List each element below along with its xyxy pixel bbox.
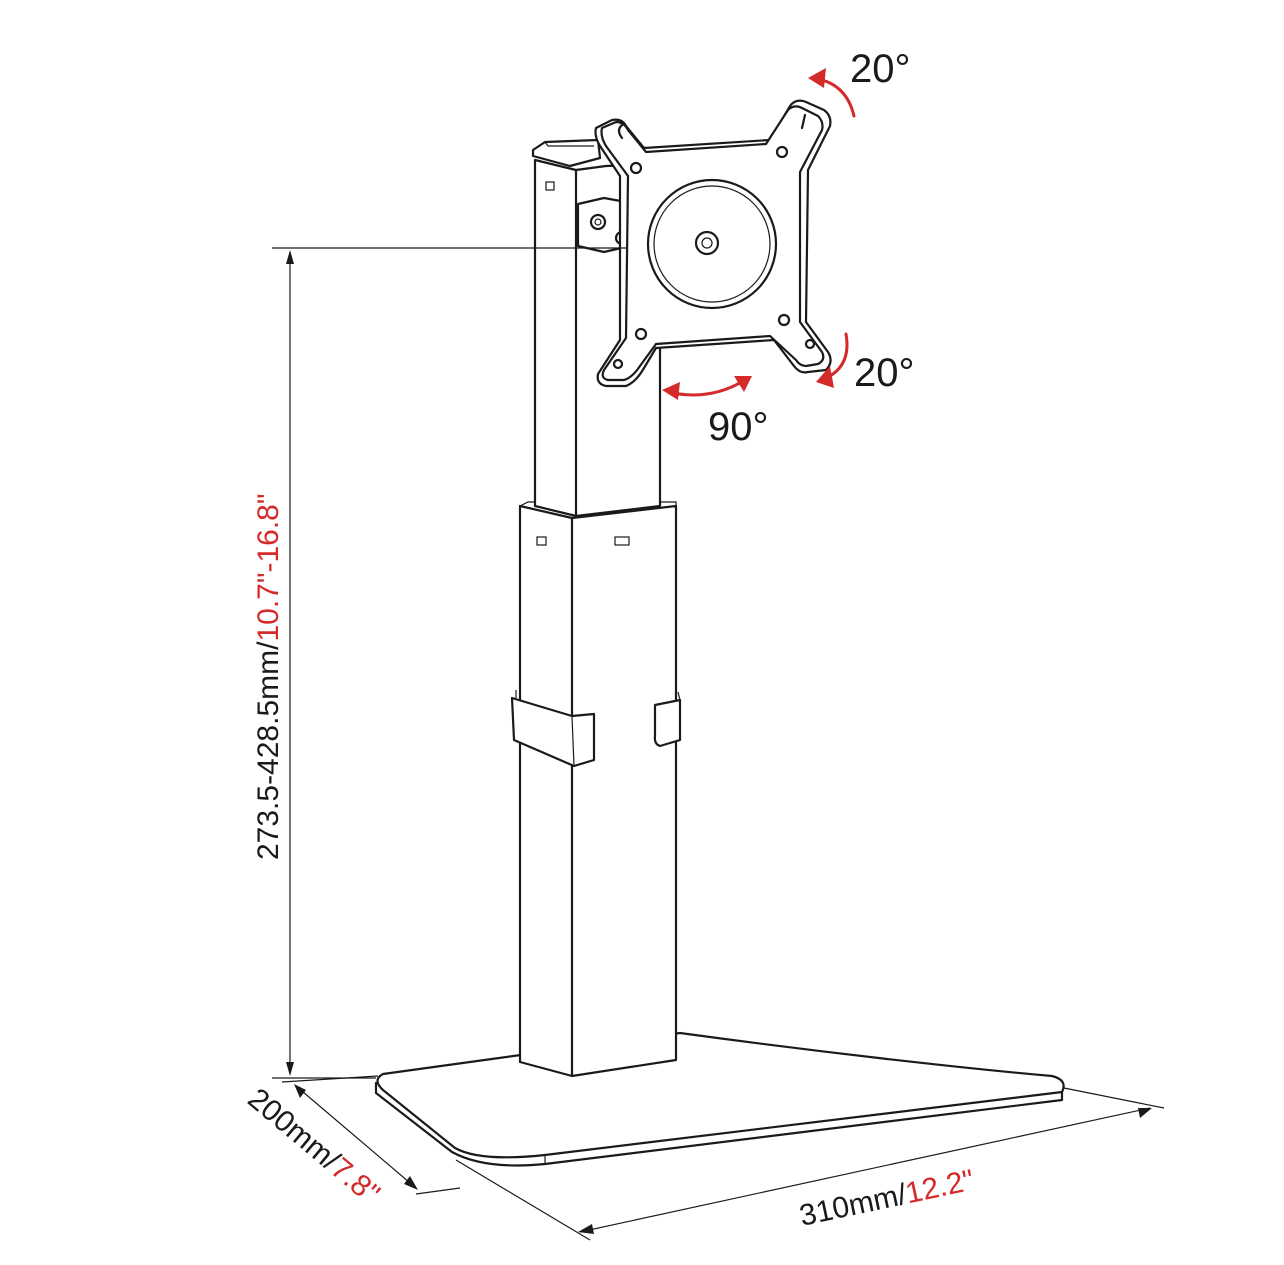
height-dimension-label: 273.5-428.5mm/10.7"-16.8"	[252, 493, 285, 860]
height-metric: 273.5-428.5mm/	[252, 641, 285, 860]
cable-clips	[510, 690, 682, 768]
width-metric: 310mm/	[797, 1178, 911, 1233]
height-imperial: 10.7"-16.8"	[252, 493, 285, 641]
width-dimension-line	[455, 1087, 1165, 1241]
base-plate	[374, 1031, 1065, 1167]
tilt-top-label: 20°	[850, 47, 911, 91]
tilt-bottom-label: 20°	[854, 351, 915, 395]
rotation-arrow	[662, 376, 752, 400]
tilt-joint	[576, 196, 632, 254]
width-imperial: 12.2"	[903, 1164, 977, 1211]
tilt-top-arrow	[808, 68, 856, 118]
depth-dimension-line	[281, 1075, 461, 1195]
depth-metric: 200mm/	[242, 1082, 347, 1177]
tilt-bottom-arrow	[816, 332, 849, 388]
lower-column	[518, 501, 678, 1078]
height-dimension-line	[272, 247, 626, 1079]
rotation-label: 90°	[708, 405, 769, 449]
width-dimension-label: 310mm/12.2"	[797, 1164, 977, 1233]
vesa-plate	[594, 99, 832, 388]
